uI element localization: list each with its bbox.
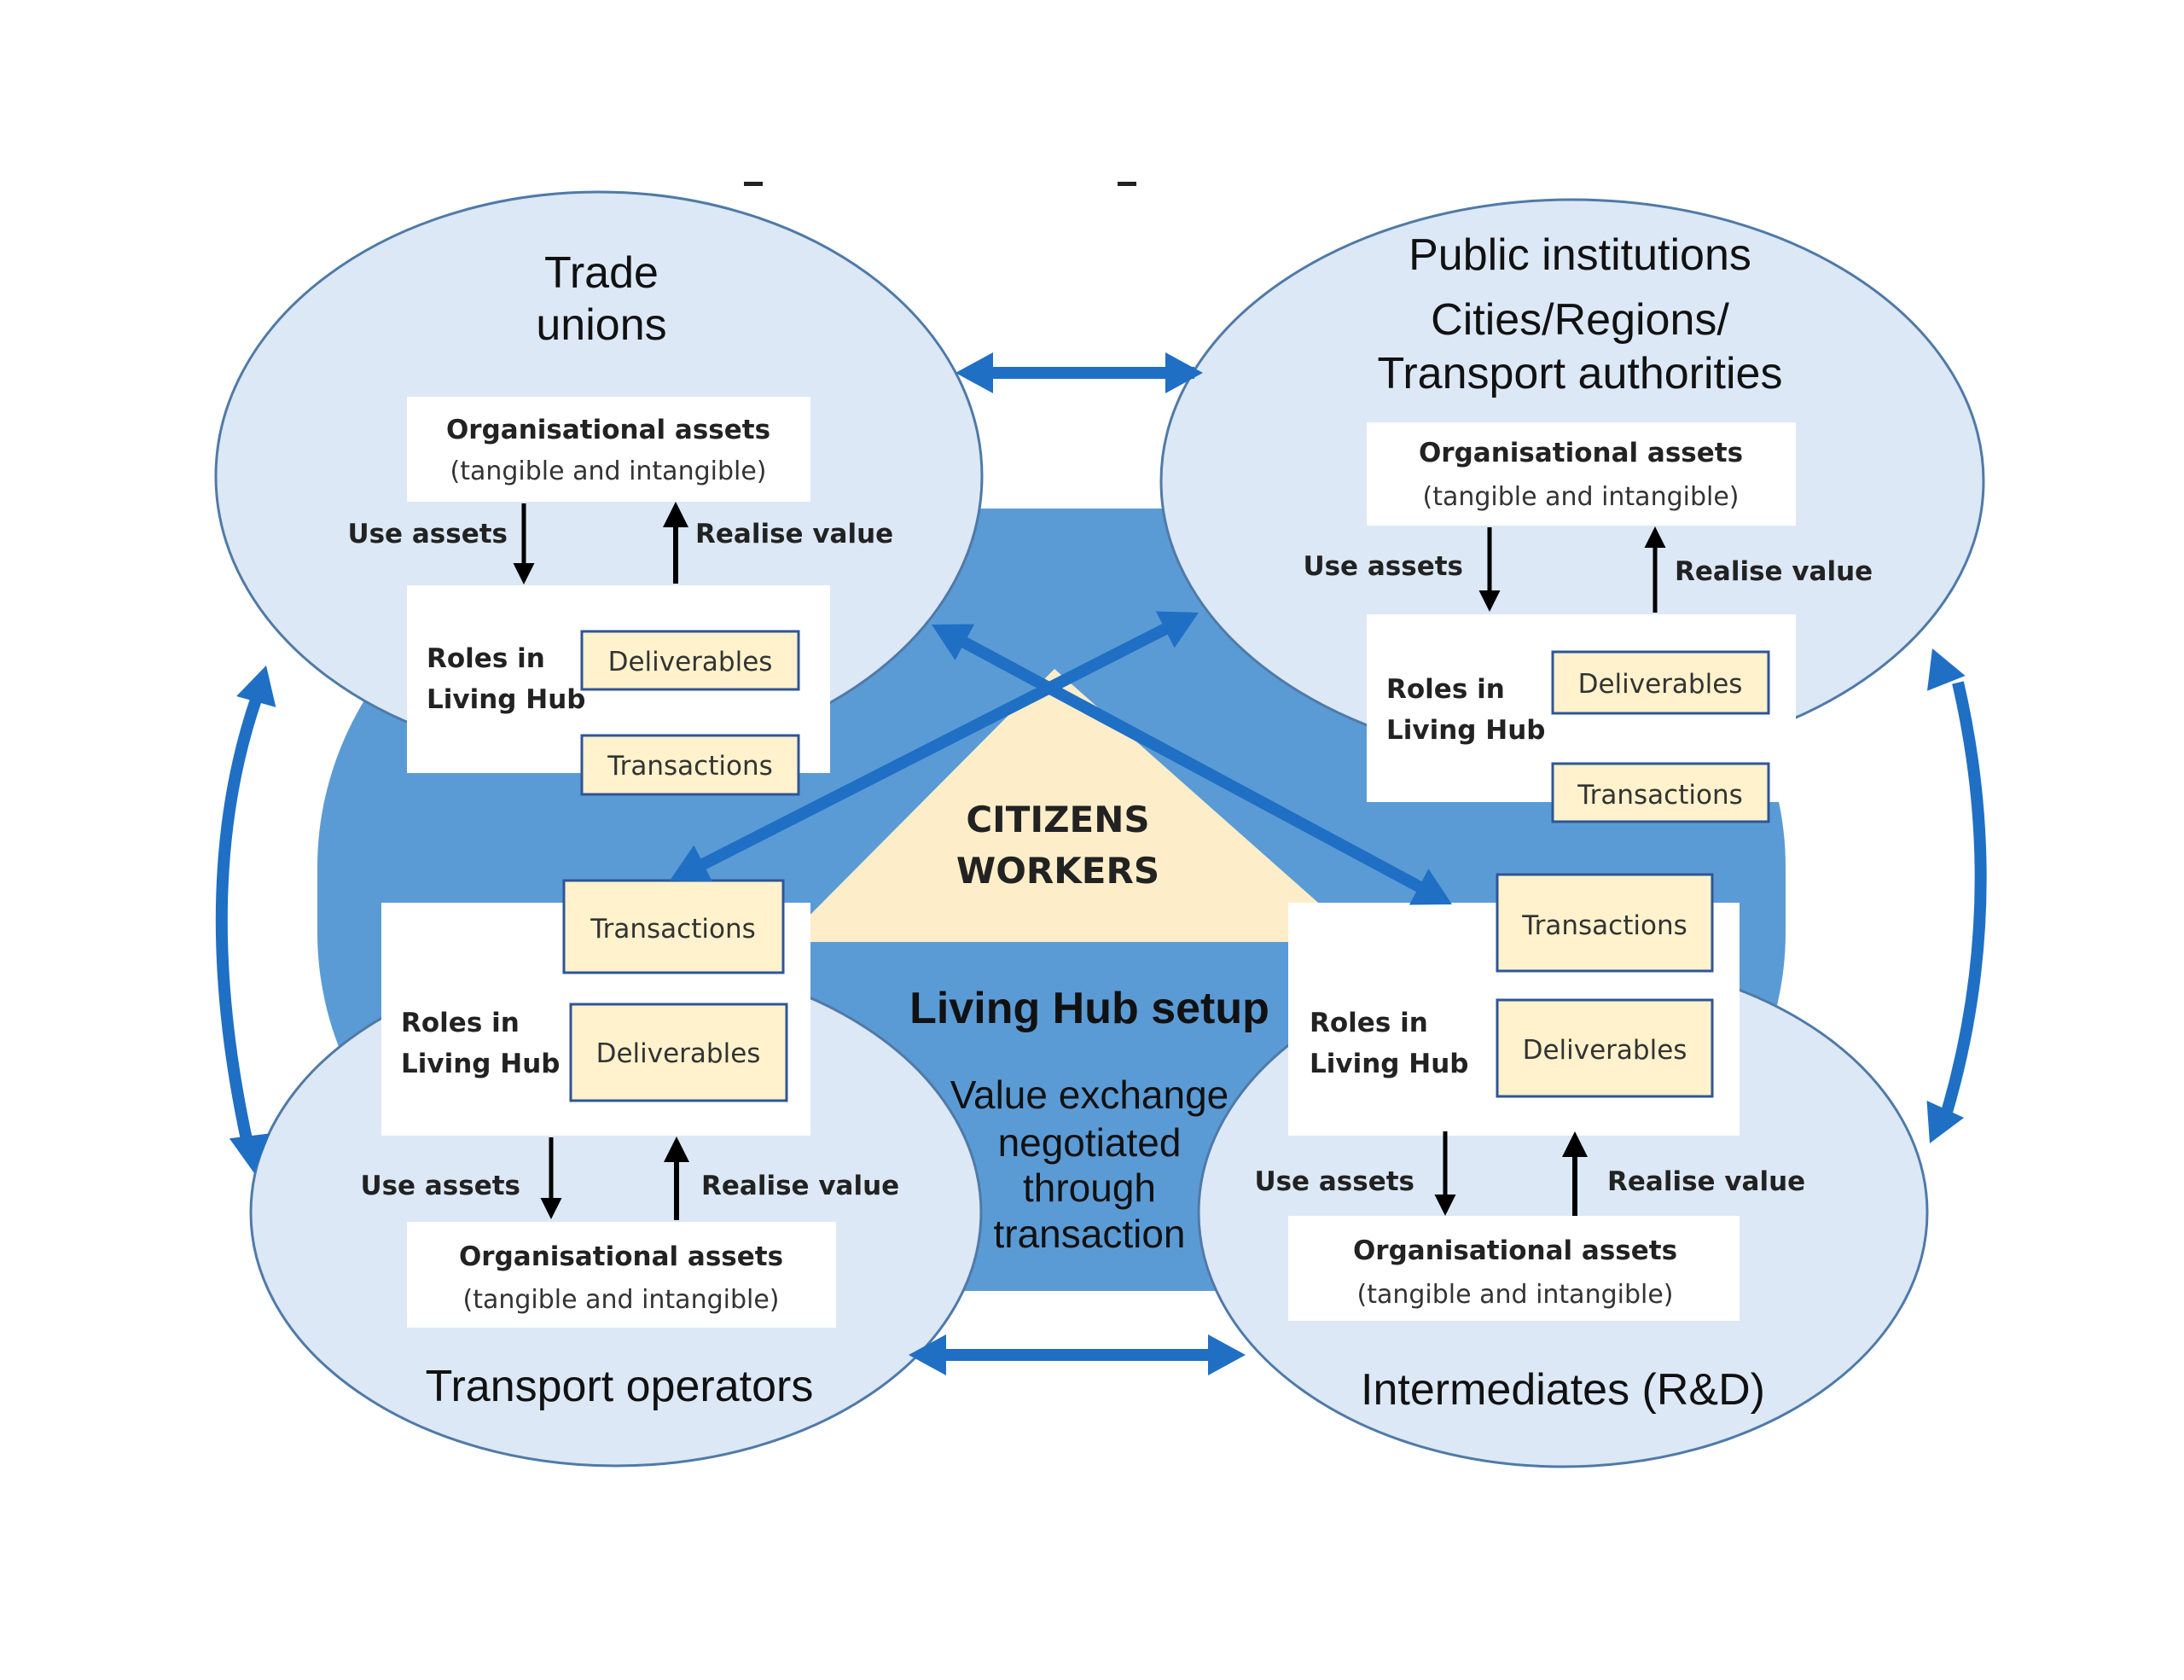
transactions-box: [580, 734, 800, 796]
trade-unions-title: Trade: [544, 248, 659, 298]
transactions-label: Transactions: [590, 914, 756, 945]
value-exchange-text: negotiated: [998, 1120, 1182, 1165]
transport-operators-group: Transactions Roles in Living Hub Deliver…: [360, 879, 899, 1411]
intermediates-group: Transactions Roles in Living Hub Deliver…: [1254, 873, 1805, 1415]
org-assets-box: [1367, 422, 1796, 526]
trade-unions-transport-arrow: [215, 697, 262, 1145]
realise-value-label: Realise value: [1607, 1166, 1805, 1197]
transactions-label: Transactions: [1521, 910, 1687, 941]
deliverables-box: [580, 630, 800, 691]
roles-label: Roles in: [401, 1008, 520, 1038]
org-assets-title: Organisational assets: [459, 1241, 783, 1272]
org-assets-title: Organisational assets: [1353, 1235, 1677, 1266]
citizens-label: CITIZENS: [966, 799, 1149, 840]
public-institutions-intermediates-arrow: [1939, 681, 1987, 1120]
use-assets-label: Use assets: [347, 519, 508, 549]
use-assets-label: Use assets: [1254, 1166, 1414, 1197]
arrowhead-icon: [1926, 1101, 1965, 1143]
org-assets-subtitle: (tangible and intangible): [1356, 1280, 1673, 1310]
arrowhead-icon: [956, 352, 993, 393]
deliverables-box: [1496, 998, 1714, 1098]
realise-value-label: Realise value: [1675, 556, 1873, 587]
roles-label: Living Hub: [427, 684, 585, 715]
transactions-box: [1496, 873, 1714, 973]
roles-label: Living Hub: [1310, 1049, 1468, 1079]
citizens-workers-triangle: [783, 669, 1362, 942]
org-assets-box: [407, 1222, 836, 1328]
arrowhead-icon: [1165, 352, 1203, 393]
deliverables-box: [569, 1003, 788, 1102]
relationship-arrows: [215, 352, 1987, 1375]
roles-label: Roles in: [1386, 674, 1505, 705]
living-hub-setup-title: Living Hub setup: [909, 984, 1269, 1033]
org-assets-title: Organisational assets: [1419, 438, 1743, 468]
arrowhead-icon: [1208, 1334, 1246, 1375]
org-assets-subtitle: (tangible and intangible): [450, 456, 766, 486]
arrowhead-icon: [1155, 611, 1199, 648]
arrowhead-icon: [229, 1133, 270, 1173]
value-exchange-text: through: [1023, 1166, 1156, 1210]
public-institutions-group: Public institutions Cities/Regions/ Tran…: [1303, 230, 1873, 823]
transactions-label: Transactions: [1577, 780, 1743, 811]
value-exchange-text: transaction: [993, 1212, 1185, 1256]
use-assets-label: Use assets: [1303, 551, 1463, 582]
arrowhead-icon: [1409, 869, 1452, 905]
public-institutions-title: Transport authorities: [1378, 349, 1783, 398]
roles-label: Living Hub: [1386, 715, 1545, 746]
deliverables-box: [1551, 650, 1770, 715]
arrowhead-icon: [1926, 648, 1966, 691]
deliverables-label: Deliverables: [596, 1038, 761, 1069]
intermediates-title: Intermediates (R&D): [1361, 1365, 1765, 1415]
public-institutions-title: Cities/Regions/: [1431, 295, 1729, 345]
arrowhead-icon: [932, 624, 975, 660]
trade-unions-title: unions: [536, 300, 666, 350]
crop-remnant-mark: [1118, 182, 1136, 186]
deliverables-label: Deliverables: [1523, 1035, 1687, 1066]
org-assets-subtitle: (tangible and intangible): [462, 1285, 779, 1315]
realise-value-label: Realise value: [701, 1171, 899, 1201]
org-assets-title: Organisational assets: [446, 415, 770, 445]
transactions-label: Transactions: [607, 751, 773, 782]
org-assets-box: [1288, 1216, 1740, 1321]
roles-label: Roles in: [427, 643, 545, 674]
roles-label: Living Hub: [401, 1049, 560, 1079]
transactions-box: [562, 879, 785, 974]
roles-label: Roles in: [1310, 1008, 1428, 1038]
arrowhead-icon: [909, 1334, 946, 1375]
realise-value-label: Realise value: [695, 519, 893, 549]
arrowhead-icon: [236, 666, 276, 707]
arrowhead-icon: [670, 845, 713, 882]
use-assets-label: Use assets: [360, 1171, 520, 1201]
deliverables-label: Deliverables: [608, 647, 773, 677]
transport-operators-title: Transport operators: [426, 1362, 814, 1411]
crop-remnant-mark: [744, 182, 763, 186]
value-exchange-text: Value exchange: [950, 1073, 1229, 1117]
deliverables-label: Deliverables: [1578, 669, 1743, 700]
trade-unions-intermediates-arrow: [956, 634, 1424, 893]
transport-public-institutions-arrow: [696, 621, 1172, 872]
trade-unions-group: Trade unions Organisational assets (tang…: [347, 248, 893, 796]
public-institutions-title: Public institutions: [1409, 230, 1751, 280]
workers-label: WORKERS: [956, 850, 1159, 892]
org-assets-box: [407, 397, 810, 502]
org-assets-subtitle: (tangible and intangible): [1422, 482, 1739, 512]
transactions-box: [1551, 762, 1770, 823]
